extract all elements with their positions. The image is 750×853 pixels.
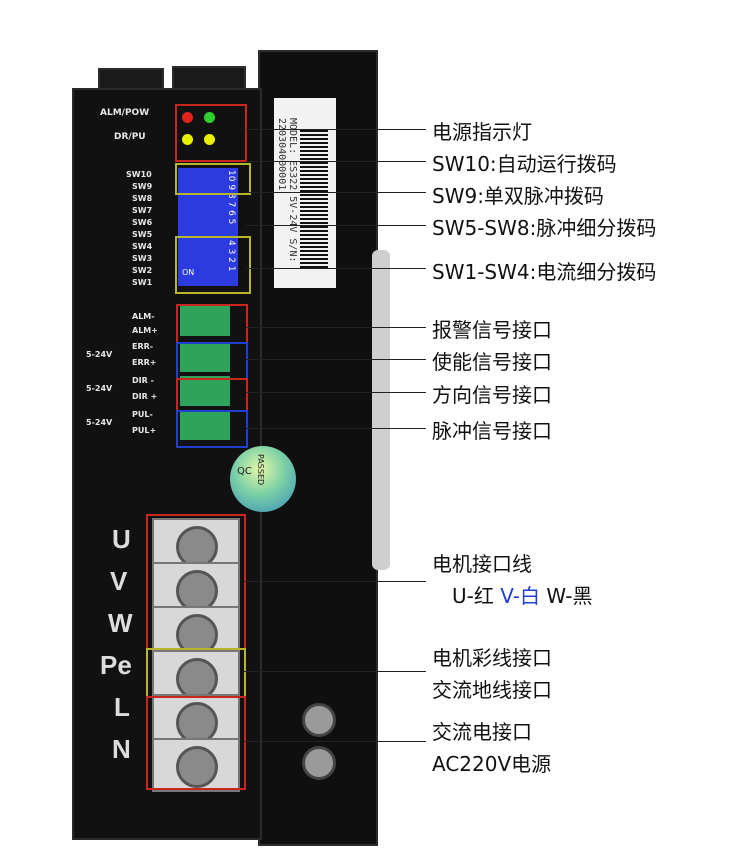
alm-minus-label: ALM- (132, 312, 155, 321)
sw6-label: SW6 (132, 218, 153, 227)
alarm-box (176, 304, 248, 344)
screw-terminal[interactable] (152, 738, 240, 792)
callout-ac-power-port: 交流电接口 (432, 720, 532, 744)
led-yellow (182, 134, 193, 145)
passed-text: PASSED (256, 454, 265, 486)
callout-line (246, 129, 426, 130)
callout-sw9: SW9:单双脉冲拨码 (432, 184, 604, 208)
terminal-u-letter: U (112, 524, 131, 554)
callout-sw5-8: SW5-SW8:脉冲细分拨码 (432, 216, 657, 240)
motor-color-u: U-红 (452, 584, 494, 608)
callout-pulse: 脉冲信号接口 (432, 419, 552, 443)
callout-line (246, 161, 426, 162)
dr-pu-label: DR/PU (114, 132, 146, 142)
terminal-l-letter: L (114, 692, 130, 722)
screw-icon (176, 746, 218, 788)
ac-power-box (146, 696, 246, 790)
dip-lower-numbers: 4 3 2 1 (226, 240, 236, 272)
callout-line (244, 581, 426, 582)
power-led-box (175, 104, 247, 162)
sw9-label: SW9 (132, 182, 153, 191)
dir-minus-label: DIR - (132, 376, 154, 385)
callout-line (244, 671, 426, 672)
err-minus-label: ERR- (132, 342, 154, 351)
callout-alarm: 报警信号接口 (432, 318, 552, 342)
terminal-pul[interactable] (180, 410, 230, 440)
sw1-label: SW1 (132, 278, 153, 287)
dip-switch-upper[interactable] (178, 168, 238, 236)
sw7-label: SW7 (132, 206, 153, 215)
mounting-screw-icon (302, 703, 336, 737)
callout-motor-line: 电机接口线 (432, 552, 532, 576)
direction-box (176, 378, 248, 412)
pul-plus-label: PUL+ (132, 426, 157, 435)
led-yellow (204, 134, 215, 145)
callout-line (246, 327, 426, 328)
sw10-label: SW10 (126, 170, 152, 179)
callout-sw10: SW10:自动运行拨码 (432, 152, 617, 176)
mounting-rail (372, 250, 390, 570)
motor-color-w: W-黑 (546, 584, 593, 608)
callout-line (246, 428, 426, 429)
sw8-label: SW8 (132, 194, 153, 203)
terminal-dir[interactable] (180, 376, 230, 406)
sw4-label: SW4 (132, 242, 153, 251)
sw3-label: SW3 (132, 254, 153, 263)
dir-plus-label: DIR + (132, 392, 158, 401)
sw5-label: SW5 (132, 230, 153, 239)
callout-ac-power-source: AC220V电源 (432, 752, 552, 776)
terminal-pe-letter: Pe (100, 650, 132, 680)
callout-line (246, 359, 426, 360)
motor-color-legend: U-红 V-白 W-黑 (452, 580, 593, 609)
err-plus-label: ERR+ (132, 358, 157, 367)
terminal-w-letter: W (108, 608, 133, 638)
pulse-box (176, 410, 248, 448)
alm-plus-label: ALM+ (132, 326, 158, 335)
terminal-alm[interactable] (180, 306, 230, 336)
mounting-screw-icon (302, 746, 336, 780)
voltage-label-dir: 5-24V (86, 384, 113, 393)
voltage-label-pul: 5-24V (86, 418, 113, 427)
motor-color-v: V-白 (500, 584, 540, 608)
dip-on-label: ON (182, 268, 195, 277)
callout-direction: 方向信号接口 (432, 383, 552, 407)
callout-line (244, 741, 426, 742)
sticker-text: MODEL: ES322 5V-24V S/N: 220304000001 (278, 118, 298, 263)
callout-line (246, 225, 426, 226)
barcode (300, 130, 328, 270)
terminal-n-letter: N (112, 734, 131, 764)
sw2-label: SW2 (132, 266, 153, 275)
callout-motor-color-port: 电机彩线接口 (432, 646, 552, 670)
callout-line (246, 192, 426, 193)
enable-box (176, 342, 248, 380)
callout-ac-ground: 交流地线接口 (432, 678, 552, 702)
callout-enable: 使能信号接口 (432, 350, 552, 374)
callout-line (246, 268, 426, 269)
sw10-box (175, 163, 251, 195)
led-red (182, 112, 193, 123)
dip-upper-numbers: 10 9 8 7 6 5 (226, 170, 236, 225)
callout-sw1-4: SW1-SW4:电流细分拨码 (432, 260, 657, 284)
terminal-v-letter: V (110, 566, 128, 596)
qc-text: QC (237, 466, 252, 477)
dip-switch-lower[interactable] (178, 238, 238, 286)
terminal-err[interactable] (180, 342, 230, 372)
sw1-4-box (175, 236, 251, 294)
callout-power-led: 电源指示灯 (432, 120, 532, 144)
callout-line (246, 392, 426, 393)
ground-box (146, 648, 246, 698)
motor-wire-box (146, 514, 246, 650)
alm-pow-label: ALM/POW (100, 108, 150, 118)
led-green (204, 112, 215, 123)
voltage-label-err: 5-24V (86, 350, 113, 359)
qc-passed-sticker (230, 446, 296, 512)
pul-minus-label: PUL- (132, 410, 153, 419)
